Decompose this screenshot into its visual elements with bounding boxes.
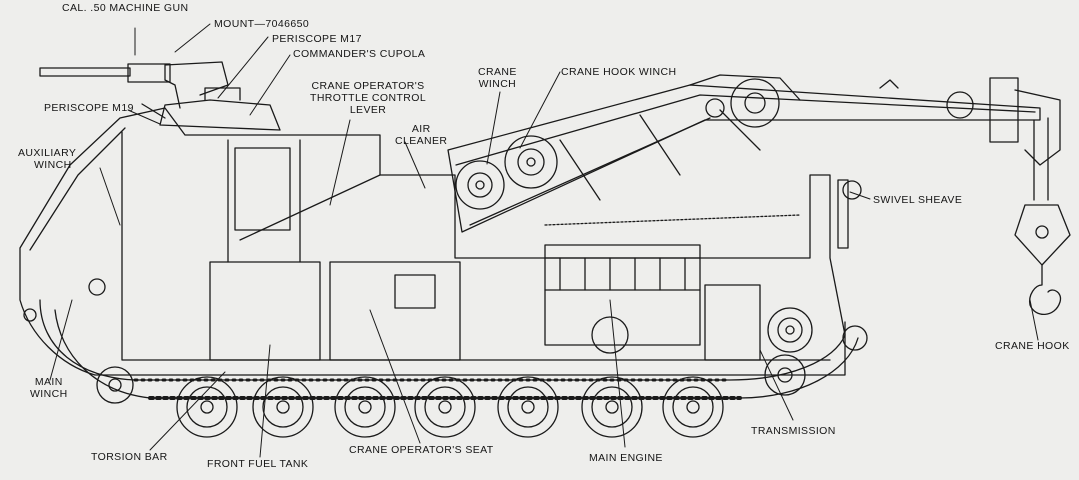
label-auxiliary-winch-line-2: WINCH (34, 159, 72, 171)
label-air-cleaner-line-2: CLEANER (395, 135, 448, 147)
label-crane-operator-lever-line-1: CRANE OPERATOR'S (311, 80, 425, 92)
label-main-winch-line-1: MAIN (34, 376, 63, 388)
label-crane-winch-line-2: WINCH (478, 78, 517, 90)
label-auxiliary-winch-line-1: AUXILIARY (18, 147, 77, 159)
label-mount: MOUNT—7046650 (214, 18, 310, 30)
label-crane-winch: CRANE WINCH (478, 66, 517, 90)
label-commanders-cupola: COMMANDER'S CUPOLA (293, 48, 426, 60)
crane-boom (447, 74, 1061, 233)
hull (19, 107, 846, 376)
label-air-cleaner: AIR CLEANER (395, 123, 447, 147)
label-main-winch: MAIN WINCH (30, 376, 68, 400)
label-torsion-bar: TORSION BAR (91, 451, 168, 463)
engine (544, 214, 801, 354)
label-transmission: TRANSMISSION (751, 425, 836, 437)
crane-winches (455, 135, 558, 210)
label-auxiliary-winch: AUXILIARY WINCH (18, 147, 76, 171)
label-air-cleaner-line-1: AIR (411, 123, 431, 135)
label-machine-gun: CAL. .50 MACHINE GUN (62, 2, 189, 14)
label-swivel-sheave: SWIVEL SHEAVE (873, 194, 963, 206)
label-front-fuel-tank: FRONT FUEL TANK (207, 458, 309, 470)
label-crane-operator-lever: CRANE OPERATOR'S THROTTLE CONTROL LEVER (310, 80, 426, 116)
label-crane-winch-line-1: CRANE (478, 66, 517, 78)
label-crane-hook: CRANE HOOK (995, 340, 1070, 352)
swivel-sheave-and-hook (837, 117, 1071, 316)
label-crane-operator-lever-line-3: LEVER (349, 104, 387, 116)
transmission (704, 284, 813, 361)
road-wheels (96, 325, 868, 438)
leader-lines (49, 23, 1039, 458)
label-main-winch-line-2: WINCH (30, 388, 68, 400)
label-periscope-m19: PERISCOPE M19 (44, 102, 134, 114)
label-crane-hook-winch: CRANE HOOK WINCH (561, 66, 677, 78)
label-crane-operators-seat: CRANE OPERATOR'S SEAT (349, 444, 494, 456)
label-crane-operator-lever-line-2: THROTTLE CONTROL (310, 92, 427, 104)
cupola-and-gun (39, 61, 281, 131)
track (39, 299, 859, 400)
label-main-engine: MAIN ENGINE (589, 452, 663, 464)
label-periscope-m17: PERISCOPE M17 (272, 33, 362, 45)
